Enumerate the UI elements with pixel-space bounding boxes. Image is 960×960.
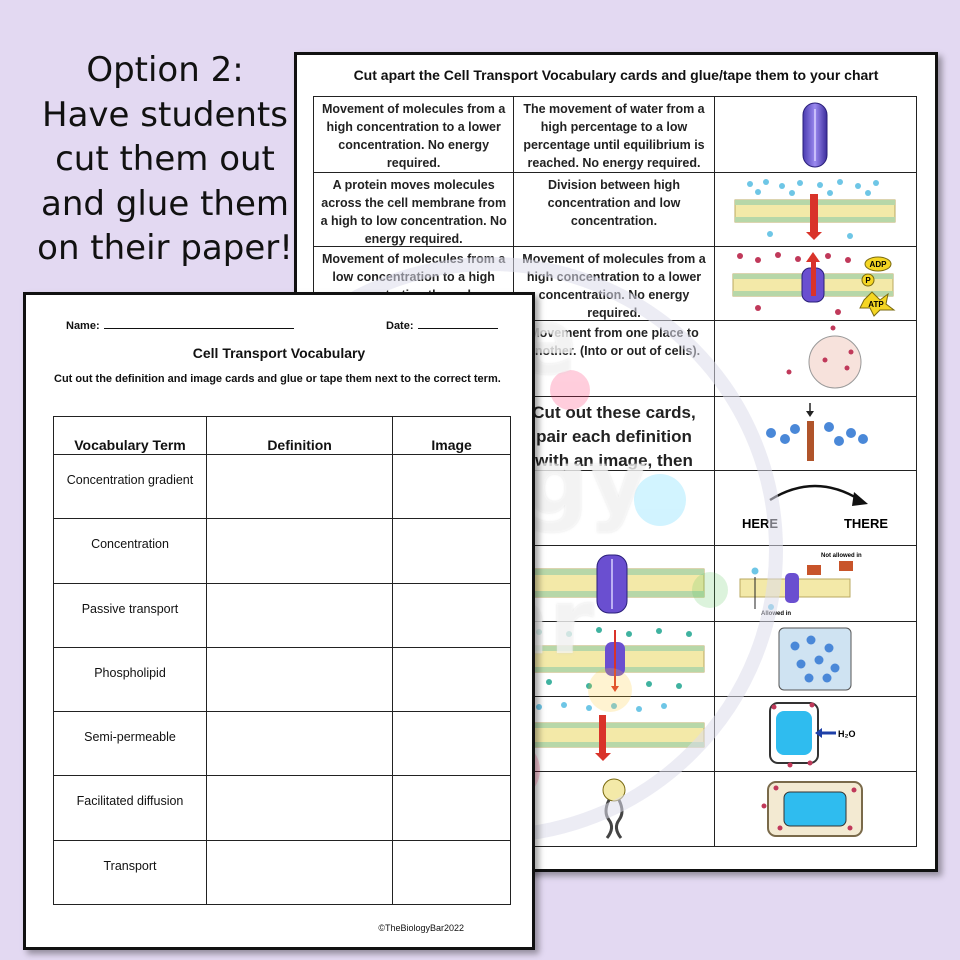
term-cell: Concentration gradient (53, 453, 207, 520)
worksheet-title: Cell Transport Vocabulary (192, 345, 366, 361)
table-header-row: Vocabulary Term Definition Image (53, 416, 511, 455)
table-row: Transport (53, 839, 511, 906)
gradient-bar-icon (715, 397, 916, 470)
header-definition: Definition (205, 416, 394, 455)
card-row: Movement of molecules from a high concen… (314, 97, 916, 173)
active-transport-atp-icon: ADP P ATP (715, 247, 916, 320)
not-allowed-label: Not allowed in (821, 553, 862, 559)
term-cell: Concentration (53, 518, 207, 584)
header-term: Vocabulary Term (53, 416, 207, 455)
date-field: Date: (386, 320, 498, 332)
definition-cell (205, 646, 394, 713)
definition-cell (205, 711, 394, 777)
definition-card (514, 471, 715, 545)
table-row: Passive transport (53, 582, 511, 648)
concentration-box-icon (715, 622, 916, 696)
allowed-label: Allowed in (761, 611, 791, 617)
instruction-card: Cut out these cards, pair each definitio… (514, 397, 715, 470)
image-cell (392, 775, 511, 841)
image-cell (392, 839, 511, 906)
caption-line: cut them out (55, 139, 275, 179)
definition-card: Movement of molecules from a high concen… (314, 97, 515, 172)
caption-line: Option 2: (86, 50, 244, 90)
h2o-label: H₂O (838, 729, 856, 739)
definition-card: A protein moves molecules across the cel… (314, 173, 515, 246)
image-cell (392, 711, 511, 777)
phospholipid-icon (514, 772, 715, 846)
membrane-diffusion-icon (715, 173, 916, 246)
channel-protein-icon (715, 97, 916, 172)
here-label: HERE (742, 516, 778, 531)
table-row: Concentration (53, 518, 511, 584)
adp-label: ADP (869, 260, 887, 269)
copyright-footer: ©TheBiologyBar2022 (378, 923, 464, 933)
cell-circle-icon (715, 321, 916, 396)
definition-cell (205, 582, 394, 648)
term-cell: Transport (53, 839, 207, 906)
definition-cell (205, 775, 394, 841)
definition-cell (205, 518, 394, 584)
caption-line: and glue them (41, 183, 289, 224)
plant-cell-icon (715, 772, 916, 846)
image-cell (392, 582, 511, 648)
term-cell: Semi-permeable (53, 711, 207, 777)
osmosis-cell-icon: H₂O (715, 697, 916, 771)
image-cell (392, 518, 511, 584)
definition-card: Movement of molecules from a high concen… (514, 247, 715, 320)
definition-card: Division between high concentration and … (514, 173, 715, 246)
membrane-protein-icon (514, 546, 715, 621)
caption-text: Option 2: Have students cut them out and… (30, 48, 300, 271)
definition-card: Movement from one place to another. (Int… (514, 321, 715, 396)
term-cell: Phospholipid (53, 646, 207, 713)
image-cell (392, 453, 511, 520)
atp-label: ATP (868, 300, 884, 309)
caption-line: Have students (42, 94, 288, 135)
name-label: Name: (66, 320, 100, 332)
header-image: Image (392, 416, 511, 455)
table-row: Facilitated diffusion (53, 775, 511, 841)
there-label: THERE (844, 516, 888, 531)
name-field: Name: (66, 320, 294, 332)
table-row: Phospholipid (53, 646, 511, 713)
table-row: Semi-permeable (53, 711, 511, 777)
definition-cell (205, 453, 394, 520)
definition-cell (205, 839, 394, 906)
here-there-icon: HERE THERE (715, 471, 916, 545)
term-cell: Passive transport (53, 582, 207, 648)
vocabulary-table: Vocabulary Term Definition Image Concent… (53, 416, 511, 906)
vocabulary-worksheet: Name: Date: Cell Transport Vocabulary Cu… (23, 292, 535, 950)
membrane-arrows-icon (514, 622, 715, 696)
definition-card: The movement of water from a high percen… (514, 97, 715, 172)
term-cell: Facilitated diffusion (53, 775, 207, 841)
worksheet-instructions: Cut out the definition and image cards a… (54, 373, 501, 385)
card-row: A protein moves molecules across the cel… (314, 173, 916, 247)
caption-line: on their paper! (37, 228, 293, 268)
cards-title: Cut apart the Cell Transport Vocabulary … (353, 67, 879, 83)
semi-permeable-icon: Not allowed in Allowed in (715, 546, 916, 621)
date-label: Date: (386, 320, 414, 332)
image-cell (392, 646, 511, 713)
cut-instructions: Cut out these cards, pair each definitio… (532, 403, 696, 470)
membrane-passive-icon (514, 697, 715, 771)
table-row: Concentration gradient (53, 453, 511, 520)
p-label: P (865, 276, 871, 285)
